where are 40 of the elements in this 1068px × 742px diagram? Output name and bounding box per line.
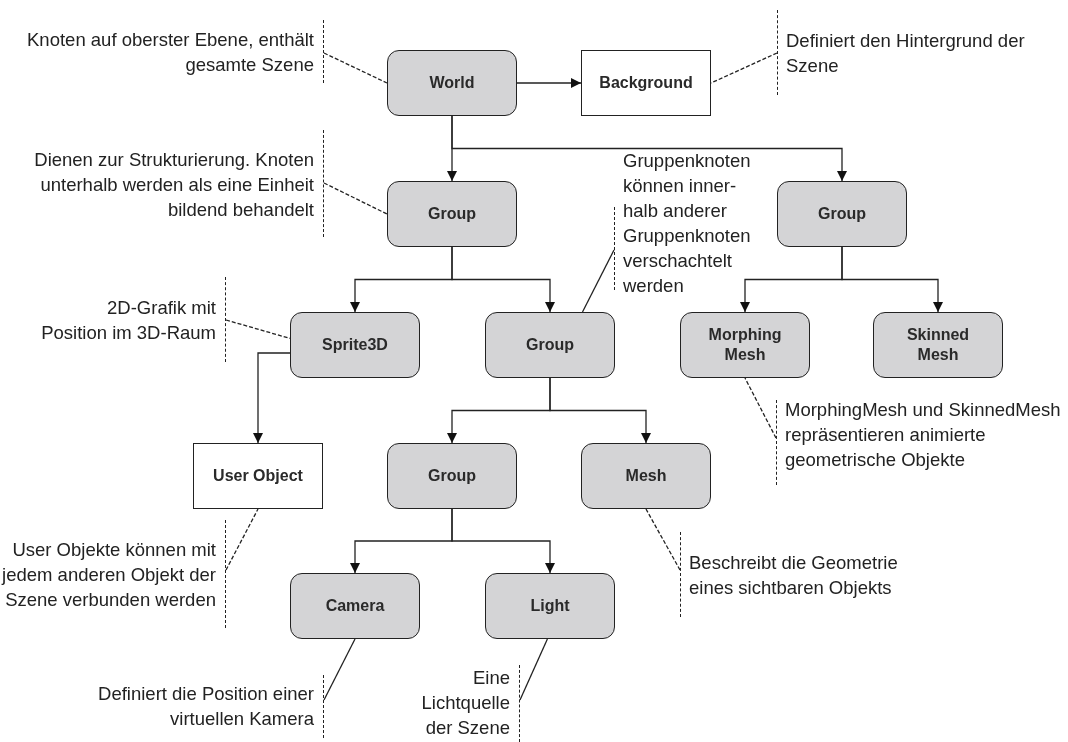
annotation-text: Knoten auf oberster Ebene, enthält gesamte Szene xyxy=(26,28,314,77)
arrow xyxy=(451,246,555,313)
arrow xyxy=(253,352,291,444)
leader-line xyxy=(744,377,777,439)
annotation-text: 2D-Grafik mit Position im 3D-Raum xyxy=(40,296,216,345)
arrow xyxy=(549,377,651,444)
leader-line xyxy=(519,638,549,701)
object-box: Background xyxy=(581,50,711,116)
node-box: Mesh xyxy=(581,443,711,509)
annotation-text: User Objekte können mit jedem anderen Objekt der Szene verbunden werden xyxy=(0,537,216,612)
node-box: Group xyxy=(387,181,517,247)
annotation-text: Definiert den Hintergrund der Szene xyxy=(786,29,1026,78)
node-box: Light xyxy=(485,573,615,639)
arrow xyxy=(451,508,555,574)
annotation-text: MorphingMesh und SkinnedMesh repräsentieren animierte geometrische Objekte xyxy=(785,398,1062,472)
leader-line xyxy=(645,508,681,571)
node-box: Camera xyxy=(290,573,420,639)
leader-line xyxy=(323,52,388,84)
arrow xyxy=(451,115,847,182)
object-box: User Object xyxy=(193,443,323,509)
leader-line xyxy=(710,52,778,84)
node-box: Skinned Mesh xyxy=(873,312,1003,378)
leader-line xyxy=(323,182,388,215)
annotation-text: Beschreibt die Geometrie eines sichtbaren Objekts xyxy=(689,551,899,600)
node-box: Morphing Mesh xyxy=(680,312,810,378)
annotation-text: Gruppenknoten können inner- halb anderer Gruppenknoten verschachtelt werden xyxy=(623,149,752,298)
node-box: World xyxy=(387,50,517,116)
annotation-text: Eine Lichtquelle der Szene xyxy=(420,665,510,740)
leader-line xyxy=(225,319,291,340)
leader-line xyxy=(225,508,259,571)
node-box: Group xyxy=(387,443,517,509)
annotation-text: Definiert die Position einer virtuellen Kamera xyxy=(97,682,314,731)
node-box: Group xyxy=(777,181,907,247)
annotation-text: Dienen zur Strukturierung. Knoten unterhalb werden als eine Einheit bildend behandelt xyxy=(33,147,314,222)
arrow xyxy=(516,78,582,88)
node-box: Sprite3D xyxy=(290,312,420,378)
arrow xyxy=(841,246,943,313)
leader-line xyxy=(581,249,615,313)
node-box: Group xyxy=(485,312,615,378)
leader-line xyxy=(323,638,356,701)
